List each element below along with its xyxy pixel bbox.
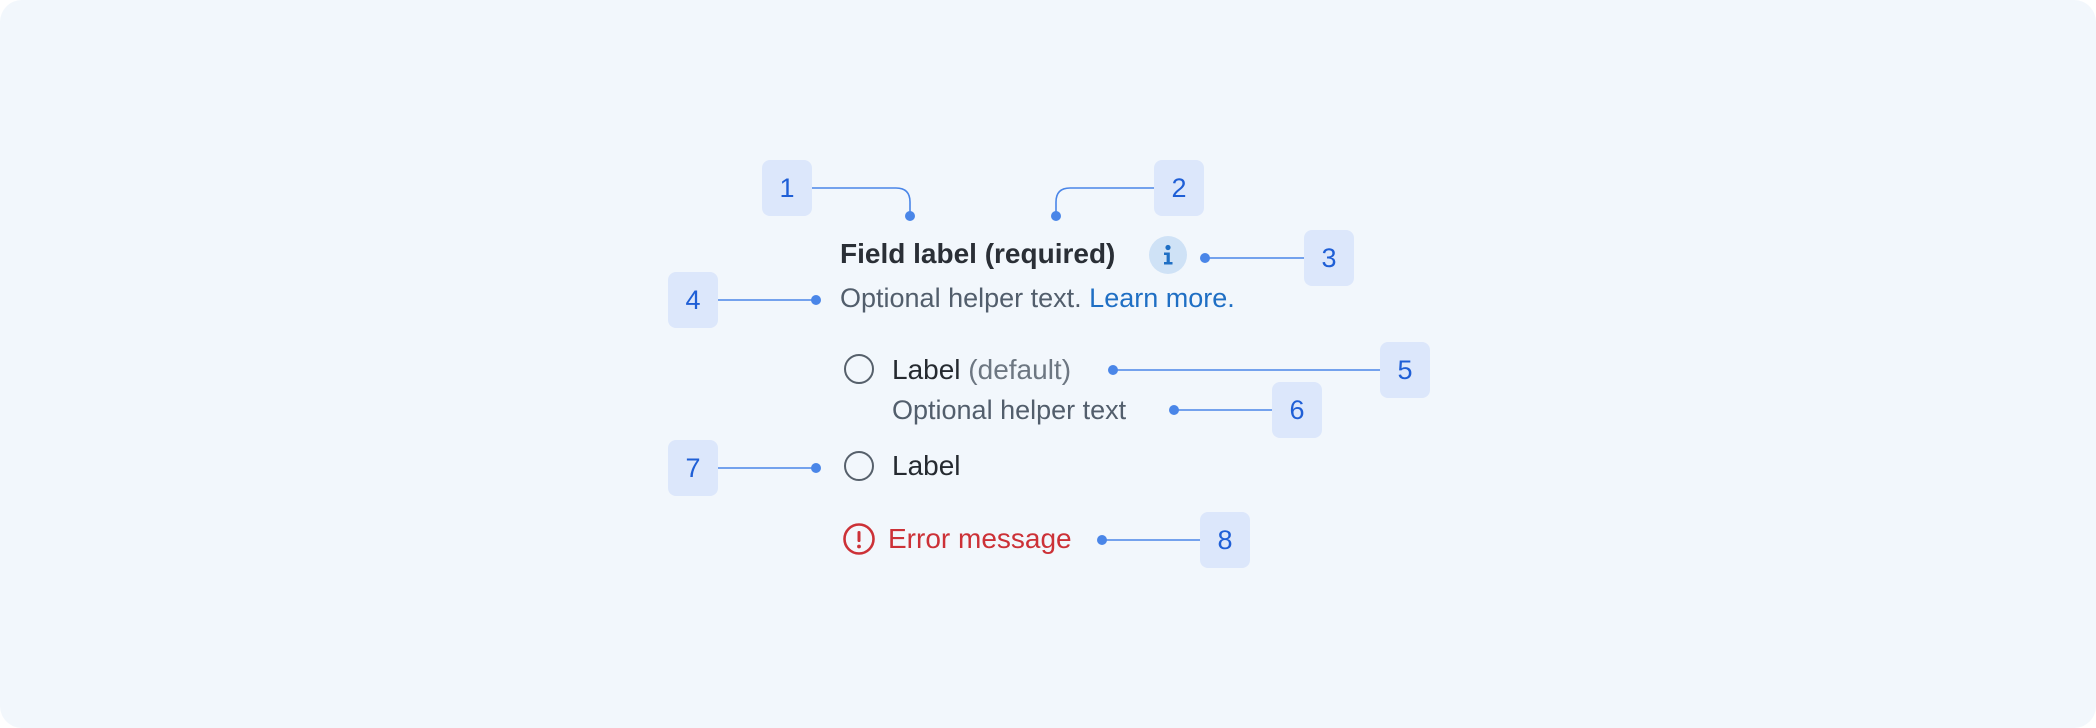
- connector-dot-2: [1051, 211, 1061, 221]
- error-message: Error message: [888, 523, 1072, 554]
- marker-8: 8: [1200, 512, 1250, 568]
- connector-2: [1055, 187, 1154, 215]
- marker-5: 5: [1380, 342, 1430, 398]
- connector-dot-6: [1169, 405, 1179, 415]
- helper-text: Optional helper text. Learn more.: [840, 278, 1235, 318]
- radio-button-default[interactable]: [844, 354, 874, 384]
- helper-text-body: Optional helper text.: [840, 283, 1082, 313]
- radio-label-suffix: (default): [968, 354, 1072, 385]
- info-glyph: [1164, 244, 1173, 265]
- radio-option-label-default[interactable]: Label (default): [892, 350, 1071, 390]
- radio-button-second[interactable]: [844, 451, 874, 481]
- connector-dot-5: [1108, 365, 1118, 375]
- learn-more-link[interactable]: Learn more.: [1089, 283, 1235, 313]
- connector-dot-1: [905, 211, 915, 221]
- radio-label-text: Label: [892, 354, 961, 385]
- connector-dot-7: [811, 463, 821, 473]
- field-label: Field label (required): [840, 238, 1116, 269]
- marker-3: 3: [1304, 230, 1354, 286]
- radio-option-helper-text: Optional helper text: [892, 395, 1127, 425]
- radio-option-label-second[interactable]: Label: [892, 450, 961, 481]
- connector-dot-3: [1200, 253, 1210, 263]
- marker-2: 2: [1154, 160, 1204, 216]
- info-icon[interactable]: [1149, 236, 1187, 274]
- marker-1: 1: [762, 160, 812, 216]
- marker-4: 4: [668, 272, 718, 328]
- error-icon: [843, 523, 875, 555]
- connector-dot-4: [811, 295, 821, 305]
- marker-7: 7: [668, 440, 718, 496]
- connector-1: [812, 187, 911, 215]
- marker-6: 6: [1272, 382, 1322, 438]
- connector-dot-8: [1097, 535, 1107, 545]
